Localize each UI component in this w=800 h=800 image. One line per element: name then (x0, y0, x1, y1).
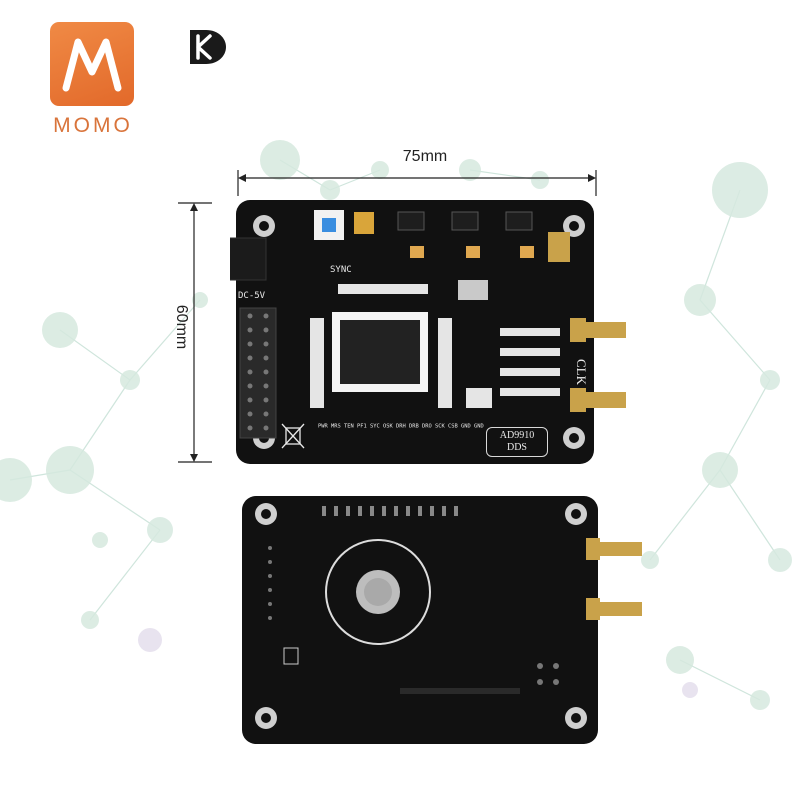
width-dimension-label: 75mm (402, 148, 448, 165)
board-model-label: AD9910 DDS (486, 427, 548, 457)
clock-label: CLK (574, 359, 589, 385)
dds-board-back (230, 488, 650, 760)
momo-logo (50, 22, 134, 106)
dds-board-front (215, 188, 650, 470)
brand-name: MOMO (53, 114, 133, 137)
power-label: DC-5V (238, 291, 266, 301)
sync-label: SYNC (330, 265, 352, 275)
height-dimension-label: 60mm (173, 304, 190, 350)
model-label-line1: AD9910 (499, 430, 535, 441)
model-label-line2: DDS (506, 442, 527, 453)
pin-labels: PWR MRS TEN PF1 SYC OSK DRH DRB DRO SCK … (318, 423, 484, 430)
dk-logo-icon (190, 30, 226, 64)
